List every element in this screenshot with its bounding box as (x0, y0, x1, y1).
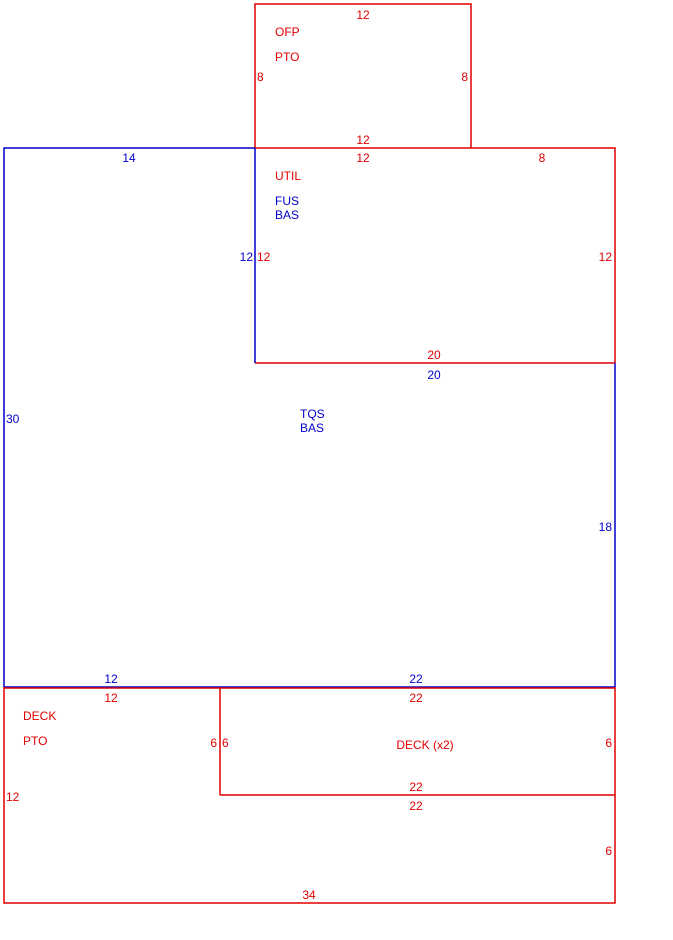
outline-lines (3, 3, 616, 904)
main-bottom-right-dimension: 22 (409, 672, 423, 686)
deck-pto-top-dimension: 12 (104, 691, 118, 705)
ofp-label: OFP (275, 25, 300, 39)
fus-label: FUS (275, 194, 299, 208)
fus-bas-label: BAS (275, 208, 299, 222)
ofp-right-dimension: 8 (461, 70, 468, 84)
main-under-util-dimension: 20 (427, 368, 441, 382)
deck-x2-right-dimension: 6 (605, 736, 612, 750)
deck-bottom-dimension: 34 (302, 888, 316, 902)
ofp-bottom-dimension: 12 (356, 133, 370, 147)
deck-pto-right-dimension: 6 (210, 736, 217, 750)
main-top-dimension: 14 (122, 151, 136, 165)
deck-pto-left-dimension: 12 (6, 790, 20, 804)
tqs-bas-label: BAS (300, 421, 324, 435)
deck-x2-label: DECK (x2) (396, 738, 453, 752)
main-left-dimension: 30 (6, 412, 20, 426)
deck-pto-label: PTO (23, 734, 47, 748)
util-outline (255, 147, 616, 363)
util-top-right-dimension: 8 (539, 151, 546, 165)
main-outline-top-left (3, 147, 255, 687)
lower-strip-top-dimension: 22 (409, 799, 423, 813)
util-top-dimension: 12 (356, 151, 370, 165)
main-right-dimension: 18 (599, 520, 613, 534)
util-right-dimension: 12 (599, 250, 613, 264)
ofp-outline (254, 3, 472, 148)
ofp-pto-label: PTO (275, 50, 299, 64)
ofp-left-dimension: 8 (257, 70, 264, 84)
lower-strip-right-dimension: 6 (605, 844, 612, 858)
ofp-top-dimension: 12 (356, 8, 370, 22)
deck-x2-left-dimension: 6 (222, 736, 229, 750)
util-bottom-dimension: 20 (427, 348, 441, 362)
tqs-label: TQS (300, 407, 325, 421)
fus-left-dimension: 12 (240, 250, 254, 264)
main-bottom-left-dimension: 12 (104, 672, 118, 686)
deck-x2-bottom-dimension: 22 (409, 780, 423, 794)
util-left-dimension: 12 (257, 250, 271, 264)
util-label: UTIL (275, 169, 301, 183)
deck-label: DECK (23, 709, 56, 723)
deck-x2-top-dimension: 22 (409, 691, 423, 705)
